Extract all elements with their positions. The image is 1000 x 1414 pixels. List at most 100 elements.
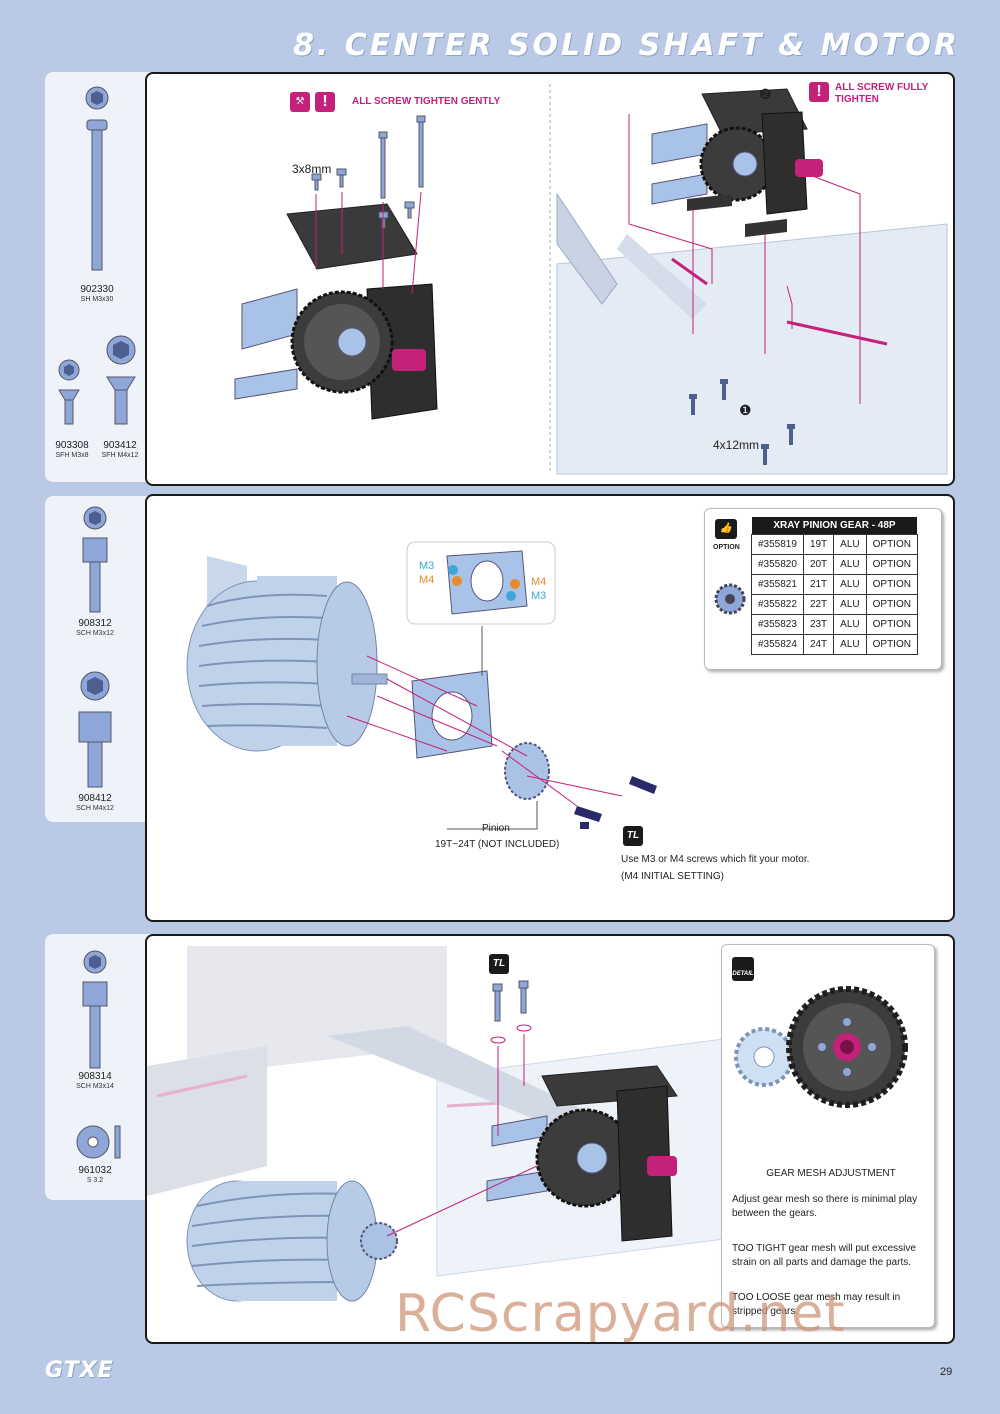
part-code: 903308 [55, 440, 89, 451]
detail-label: DETAIL [732, 971, 754, 977]
gtxe-logo: GTXE [45, 1358, 114, 1383]
cell: 23T [802, 614, 835, 635]
step-number-2: ❷ [759, 86, 772, 102]
part-908314: 908314 SCH M3x14 [60, 1071, 130, 1091]
section-title: 8. CENTER SOLID SHAFT & MOTOR [293, 28, 960, 63]
part-908312: 908312 SCH M3x12 [60, 618, 130, 638]
parts-sidebar-2: 908312 SCH M3x12 908412 SCH M4x12 [45, 496, 157, 822]
part-name: SCH M3x14 [76, 1083, 114, 1090]
cell: #355819 [751, 534, 804, 555]
cell: #355823 [751, 614, 804, 635]
cell: 19T [802, 534, 835, 555]
parts-illustrations-1 [58, 86, 136, 425]
cell: 20T [802, 554, 835, 575]
screwdriver-icon: ⚒ [290, 92, 310, 112]
gear-mesh-para-2: TOO TIGHT gear mesh will put excessive s… [732, 1243, 916, 1268]
warning-icon-right: ! [809, 82, 829, 102]
part-code: 902330 [80, 284, 114, 295]
step1-illustration [234, 84, 948, 475]
gear-mesh-title: GEAR MESH ADJUSTMENT [766, 1168, 896, 1179]
cell: #355824 [751, 634, 804, 655]
gear-mesh-diagram [734, 986, 908, 1108]
thumbs-up-icon: 👍 [715, 519, 737, 539]
part-name: SCH M4x12 [76, 805, 114, 812]
warning-line-2: TIGHTEN [835, 94, 879, 105]
gear-mesh-para-3: TOO LOOSE gear mesh may result in stripp… [732, 1292, 901, 1317]
part-name: S 3.2 [86, 1177, 104, 1184]
cell: 22T [802, 594, 835, 615]
magnifier-icon: DETAIL [732, 957, 754, 981]
step2-panel: M3 M4 M4 M3 Pinion 19T~24T (NOT INCLUDED… [145, 494, 955, 922]
page-number: 29 [940, 1366, 953, 1378]
part-code: 908412 [78, 793, 112, 804]
cell: OPTION [865, 554, 918, 575]
parts-sidebar-3: 908314 SCH M3x14 961032 S 3.2 [45, 934, 157, 1200]
part-903412: 903412 SFH M4x12 [85, 440, 155, 460]
cell: 24T [802, 634, 835, 655]
part-code: 908312 [78, 618, 112, 629]
warning-tighten-gently: ALL SCREW TIGHTEN GENTLY [352, 96, 501, 107]
warning-icon: ! [315, 92, 335, 112]
part-902330: 902330 SH M3x30 [62, 284, 132, 304]
parts-illustrations-3 [76, 950, 121, 1159]
warning-line-1: ALL SCREW FULLY [835, 82, 929, 93]
screw-note-1: Use M3 or M4 screws which fit your motor… [621, 854, 810, 865]
part-code: 961032 [78, 1165, 112, 1176]
screw-size-label-2: 4x12mm [713, 438, 760, 452]
cell: ALU [833, 574, 867, 595]
part-name: SCH M3x12 [76, 630, 114, 637]
warning-fully-tighten: ALL SCREW FULLY TIGHTEN [835, 82, 928, 106]
pinion-gear-icon [714, 583, 746, 615]
cell: OPTION [865, 614, 918, 635]
step-number-1: ❶ [739, 402, 752, 418]
cell: ALU [833, 594, 867, 615]
parts-illustrations-2 [78, 506, 112, 788]
part-908412: 908412 SCH M4x12 [60, 793, 130, 813]
cell: #355820 [751, 554, 804, 575]
part-903308: 903308 SFH M3x8 [37, 440, 107, 460]
step1-panel: ⚒ ! ALL SCREW TIGHTEN GENTLY 3x8mm ❷ ! A… [145, 72, 955, 486]
step3-panel: TL DETAIL GEAR MESH ADJUSTMENT Adjust ge… [145, 934, 955, 1344]
cell: OPTION [865, 594, 918, 615]
screw-size-label: 3x8mm [292, 162, 332, 176]
part-code: 908314 [78, 1071, 112, 1082]
cell: ALU [833, 554, 867, 575]
cell: ALU [833, 614, 867, 635]
parts-sidebar-1: 902330 SH M3x30 903308 SFH M3x8 903412 S… [45, 72, 157, 482]
watermark: RCScrapyard.net [395, 1284, 846, 1344]
cell: ALU [833, 534, 867, 555]
part-name: SFH M3x8 [55, 452, 89, 459]
gear-mesh-detail-box: DETAIL GEAR MESH ADJUSTMENT Adjust gear … [721, 944, 935, 1328]
table-title: XRAY PINION GEAR - 48P [751, 517, 918, 535]
cell: #355821 [751, 574, 804, 595]
m4-label-left: M4 [419, 574, 435, 586]
option-label: OPTION [713, 544, 740, 551]
tool-icon: TL [489, 954, 509, 974]
pinion-label: Pinion [482, 823, 510, 834]
cell: OPTION [865, 534, 918, 555]
m4-label-right: M4 [531, 576, 547, 588]
pinion-note: 19T~24T (NOT INCLUDED) [435, 839, 560, 850]
cell: OPTION [865, 634, 918, 655]
cell: 21T [802, 574, 835, 595]
screw-note-2: (M4 INITIAL SETTING) [621, 871, 724, 882]
gear-mesh-para-1: Adjust gear mesh so there is minimal pla… [732, 1194, 918, 1219]
m3-label-right: M3 [531, 590, 547, 602]
part-961032: 961032 S 3.2 [60, 1165, 130, 1185]
part-name: SFH M4x12 [101, 452, 139, 459]
step3-illustration [147, 946, 748, 1302]
step2-illustration [186, 541, 657, 830]
part-name: SH M3x30 [80, 296, 114, 303]
part-code: 903412 [103, 440, 137, 451]
cell: #355822 [751, 594, 804, 615]
m3-label-left: M3 [419, 560, 435, 572]
cell: ALU [833, 634, 867, 655]
